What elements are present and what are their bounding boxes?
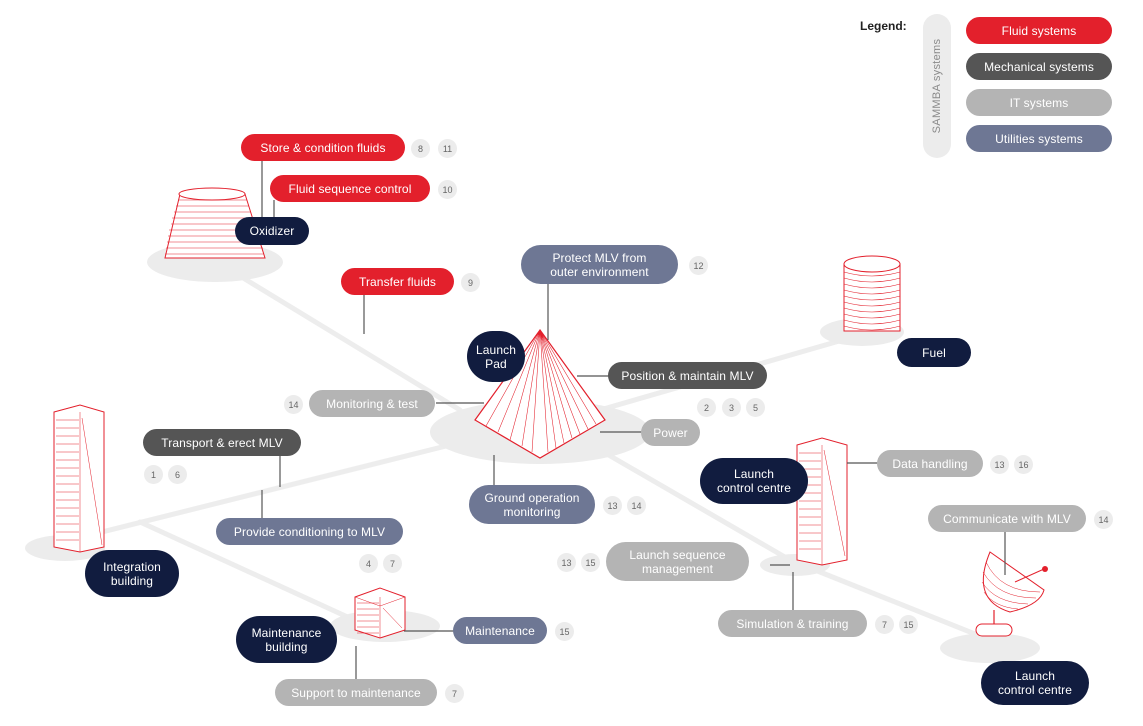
monitoring-test-pill: Monitoring & test <box>309 390 435 417</box>
ref-badge: 14 <box>627 496 646 515</box>
connector-lines <box>261 160 1006 680</box>
legend-fluid-systems: Fluid systems <box>966 17 1112 44</box>
launch-control-centre-label-2: Launch control centre <box>981 661 1089 705</box>
ref-badge: 7 <box>875 615 894 634</box>
oxidizer-label: Oxidizer <box>235 217 309 245</box>
ref-badge: 8 <box>411 139 430 158</box>
ref-badge: 16 <box>1014 455 1033 474</box>
sammba-systems-bar <box>923 14 951 158</box>
fuel-label: Fuel <box>897 338 971 367</box>
ref-badge: 1 <box>144 465 163 484</box>
ref-badge: 15 <box>899 615 918 634</box>
ref-badge: 2 <box>697 398 716 417</box>
sammba-systems-label: SAMMBA systems <box>931 38 943 134</box>
protect-mlv-pill: Protect MLV from outer environment <box>521 245 678 284</box>
antenna-dish-drawing <box>975 551 1048 637</box>
communicate-with-mlv-pill: Communicate with MLV <box>928 505 1086 532</box>
simulation-training-pill: Simulation & training <box>718 610 867 637</box>
data-handling-pill: Data handling <box>877 450 983 477</box>
power-pill: Power <box>641 419 700 446</box>
roads <box>87 273 993 643</box>
maintenance-building-label: Maintenance building <box>236 616 337 663</box>
maintenance-pill: Maintenance <box>453 617 547 644</box>
ref-badge: 13 <box>557 553 576 572</box>
ref-badge: 7 <box>383 554 402 573</box>
legend-utilities-systems: Utilities systems <box>966 125 1112 152</box>
ref-badge: 13 <box>990 455 1009 474</box>
ref-badge: 14 <box>284 395 303 414</box>
ref-badge: 15 <box>581 553 600 572</box>
ref-badge: 4 <box>359 554 378 573</box>
fluid-sequence-control-pill: Fluid sequence control <box>270 175 430 202</box>
legend-mechanical-systems: Mechanical systems <box>966 53 1112 80</box>
ground-operation-monitoring-pill: Ground operation monitoring <box>469 485 595 524</box>
ref-badge: 6 <box>168 465 187 484</box>
legend-title: Legend: <box>860 19 907 33</box>
ref-badge: 11 <box>438 139 457 158</box>
launch-pad-label: Launch Pad <box>467 331 525 382</box>
position-maintain-mlv-pill: Position & maintain MLV <box>608 362 767 389</box>
ref-badge: 5 <box>746 398 765 417</box>
launch-sequence-management-pill: Launch sequence management <box>606 542 749 581</box>
ref-badge: 12 <box>689 256 708 275</box>
ref-badge: 9 <box>461 273 480 292</box>
legend-it-systems: IT systems <box>966 89 1112 116</box>
maintenance-building-drawing <box>354 587 406 639</box>
store-condition-fluids-pill: Store & condition fluids <box>241 134 405 161</box>
integration-building-drawing <box>53 404 105 553</box>
launch-pad-drawing <box>474 328 606 459</box>
fuel-tank-drawing <box>843 255 901 332</box>
ref-badge: 10 <box>438 180 457 199</box>
transport-erect-mlv-pill: Transport & erect MLV <box>143 429 301 456</box>
transfer-fluids-pill: Transfer fluids <box>341 268 454 295</box>
support-to-maintenance-pill: Support to maintenance <box>275 679 437 706</box>
ref-badge: 7 <box>445 684 464 703</box>
ref-badge: 15 <box>555 622 574 641</box>
ref-badge: 14 <box>1094 510 1113 529</box>
integration-building-label: Integration building <box>85 550 179 597</box>
launch-control-centre-label-1: Launch control centre <box>700 458 808 504</box>
launch-control-centre-building-drawing <box>796 437 848 566</box>
ref-badge: 13 <box>603 496 622 515</box>
ref-badge: 3 <box>722 398 741 417</box>
provide-conditioning-pill: Provide conditioning to MLV <box>216 518 403 545</box>
